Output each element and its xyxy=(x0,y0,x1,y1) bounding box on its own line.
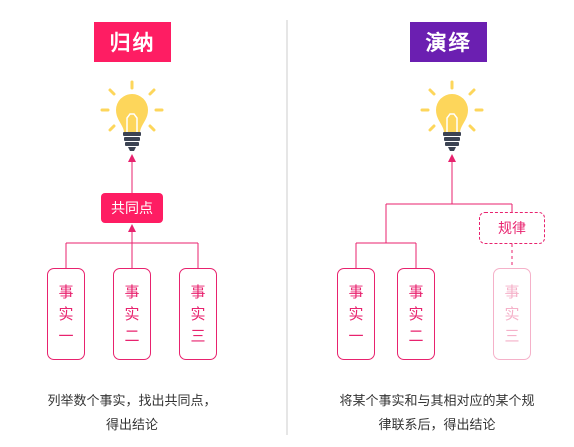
fact-box-right-2: 事 实 二 xyxy=(397,268,435,360)
caption-left: 列举数个事实，找出共同点， 得出结论 xyxy=(20,390,244,438)
fact-box-right-3: 事 实 三 xyxy=(493,268,531,360)
fact-char: 实 xyxy=(408,305,424,323)
fact-char: 实 xyxy=(58,305,74,323)
fact-char: 三 xyxy=(190,327,206,345)
fact-char: 事 xyxy=(58,283,74,301)
lightbulb-icon xyxy=(420,80,484,151)
common-point-label: 共同点 xyxy=(111,201,153,217)
caption-right-line1: 将某个事实和与其相对应的某个规 xyxy=(339,394,535,409)
fact-char: 事 xyxy=(124,283,140,301)
fact-char: 实 xyxy=(348,305,364,323)
fact-char: 实 xyxy=(190,305,206,323)
rule-label: 规律 xyxy=(498,221,526,237)
rule-box: 规律 xyxy=(479,212,545,244)
fact-char: 实 xyxy=(124,305,140,323)
fact-box-left-2: 事 实 二 xyxy=(113,268,151,360)
common-point-box: 共同点 xyxy=(101,193,163,223)
fact-box-right-1: 事 实 一 xyxy=(337,268,375,360)
fact-char: 实 xyxy=(504,305,520,323)
caption-left-line2: 得出结论 xyxy=(105,418,158,433)
fact-box-left-3: 事 实 三 xyxy=(179,268,217,360)
lightbulb-icon xyxy=(100,80,164,151)
right-connectors xyxy=(355,154,513,268)
fact-char: 二 xyxy=(408,327,424,345)
fact-char: 事 xyxy=(408,283,424,301)
caption-right-line2: 律联系后，得出结论 xyxy=(378,418,496,433)
fact-char: 事 xyxy=(190,283,206,301)
title-induction-label: 归纳 xyxy=(109,31,156,55)
left-connectors xyxy=(65,154,199,268)
fact-char: 一 xyxy=(348,327,364,345)
title-induction: 归纳 xyxy=(94,22,171,62)
fact-char: 事 xyxy=(348,283,364,301)
title-deduction-label: 演绎 xyxy=(425,31,472,55)
fact-box-left-1: 事 实 一 xyxy=(47,268,85,360)
fact-char: 二 xyxy=(124,327,140,345)
caption-left-line1: 列举数个事实，找出共同点， xyxy=(47,394,217,409)
caption-right: 将某个事实和与其相对应的某个规 律联系后，得出结论 xyxy=(322,390,552,438)
title-deduction: 演绎 xyxy=(410,22,487,62)
fact-char: 一 xyxy=(58,327,74,345)
fact-char: 事 xyxy=(504,283,520,301)
fact-char: 三 xyxy=(504,327,520,345)
